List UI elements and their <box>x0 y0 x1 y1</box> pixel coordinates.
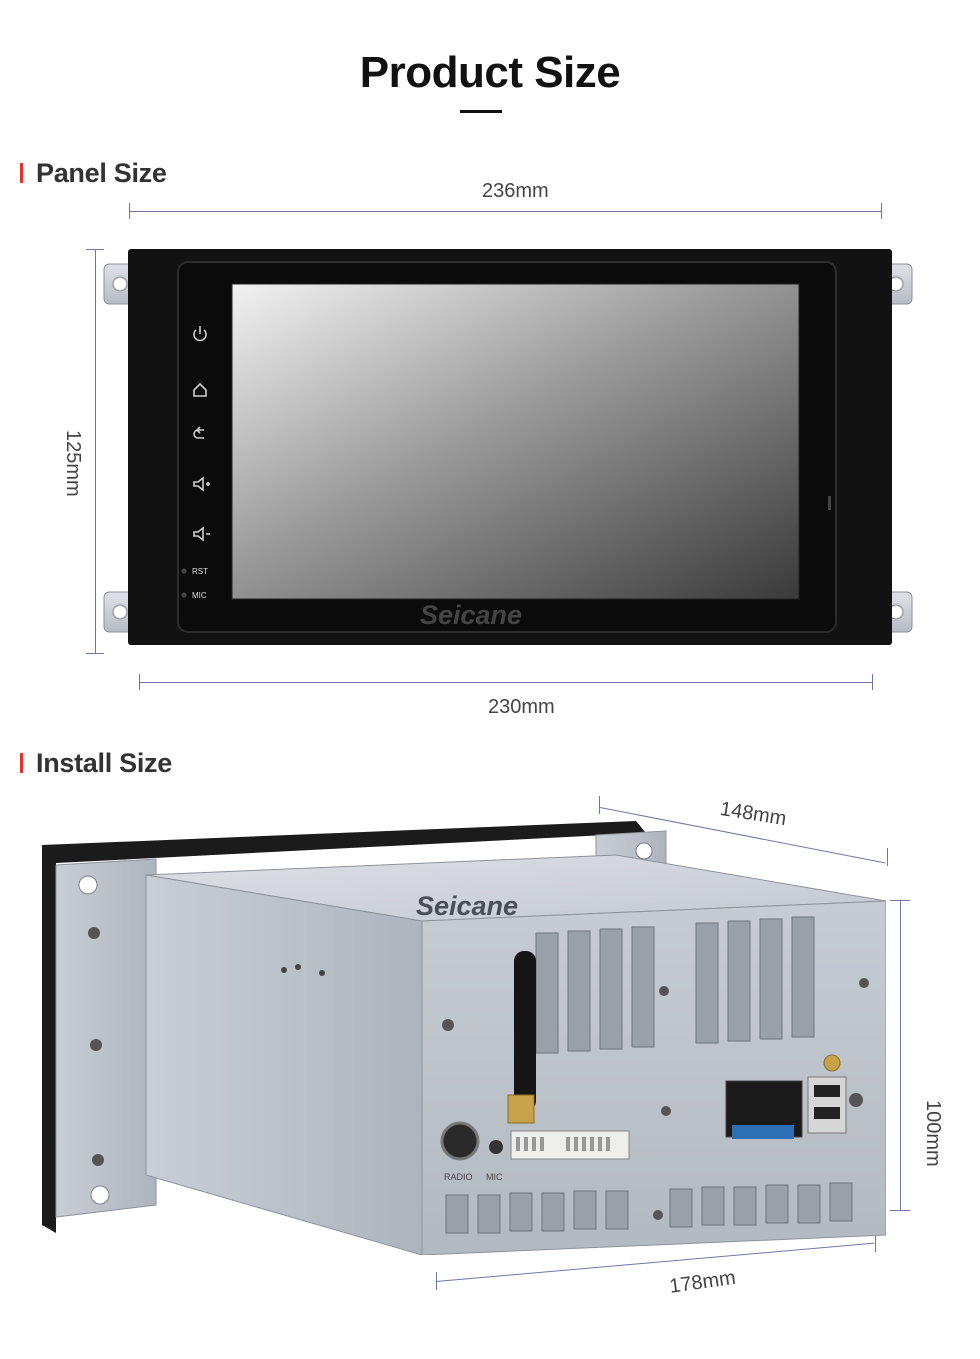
rst-hole <box>181 568 187 574</box>
fuse <box>732 1125 794 1139</box>
volume-down-icon <box>193 526 210 542</box>
accent-bar <box>20 163 23 183</box>
dim-tick <box>875 1234 876 1252</box>
panel-height-line <box>95 249 96 653</box>
dim-tick <box>86 653 104 654</box>
dim-tick <box>436 1272 437 1290</box>
home-icon <box>193 382 207 397</box>
left-bracket <box>55 858 157 1218</box>
panel-size-heading-text: Panel Size <box>36 157 167 188</box>
dim-tick <box>86 249 104 250</box>
panel-height-label: 125mm <box>62 430 84 497</box>
panel-device-image: Seicane RST MIC <box>103 249 913 645</box>
install-size-heading-text: Install Size <box>36 747 172 778</box>
panel-width-bottom-line <box>139 682 872 683</box>
radio-connector <box>440 1121 480 1161</box>
install-height-line <box>900 900 901 1210</box>
panel-width-bottom-label: 230mm <box>488 696 555 718</box>
accent-bar <box>20 753 23 773</box>
back-icon <box>193 426 204 439</box>
radio-label: RADIO <box>444 1172 473 1182</box>
volume-up-icon <box>193 476 210 492</box>
mic-label: MIC <box>192 591 207 600</box>
dim-tick <box>881 203 882 219</box>
dim-tick <box>872 674 873 690</box>
install-chassis-image: RADIO MIC Seicane <box>42 821 886 1255</box>
mic-hole <box>181 592 187 598</box>
install-height-label: 100mm <box>922 1100 944 1167</box>
dim-tick <box>890 900 910 901</box>
dim-tick <box>887 848 888 866</box>
rst-label: RST <box>192 567 208 576</box>
dim-tick <box>139 674 140 690</box>
chassis-side <box>145 874 423 1255</box>
dim-tick <box>599 796 600 814</box>
mic-port-label: MIC <box>486 1172 503 1182</box>
panel-width-top-label: 236mm <box>482 180 549 202</box>
panel-size-heading: Panel Size <box>20 156 167 190</box>
dim-tick <box>890 1210 910 1211</box>
dim-tick <box>129 203 130 219</box>
gps-connector <box>823 1054 841 1072</box>
page-title: Product Size <box>359 48 621 97</box>
title-underline <box>460 110 502 113</box>
power-icon <box>193 326 207 342</box>
panel-brand: Seicane <box>420 600 522 630</box>
install-size-heading: Install Size <box>20 746 172 780</box>
antenna <box>514 951 536 1111</box>
install-brand: Seicane <box>416 891 518 921</box>
panel-width-top-line <box>129 211 881 212</box>
install-width-label: 178mm <box>668 1266 738 1298</box>
